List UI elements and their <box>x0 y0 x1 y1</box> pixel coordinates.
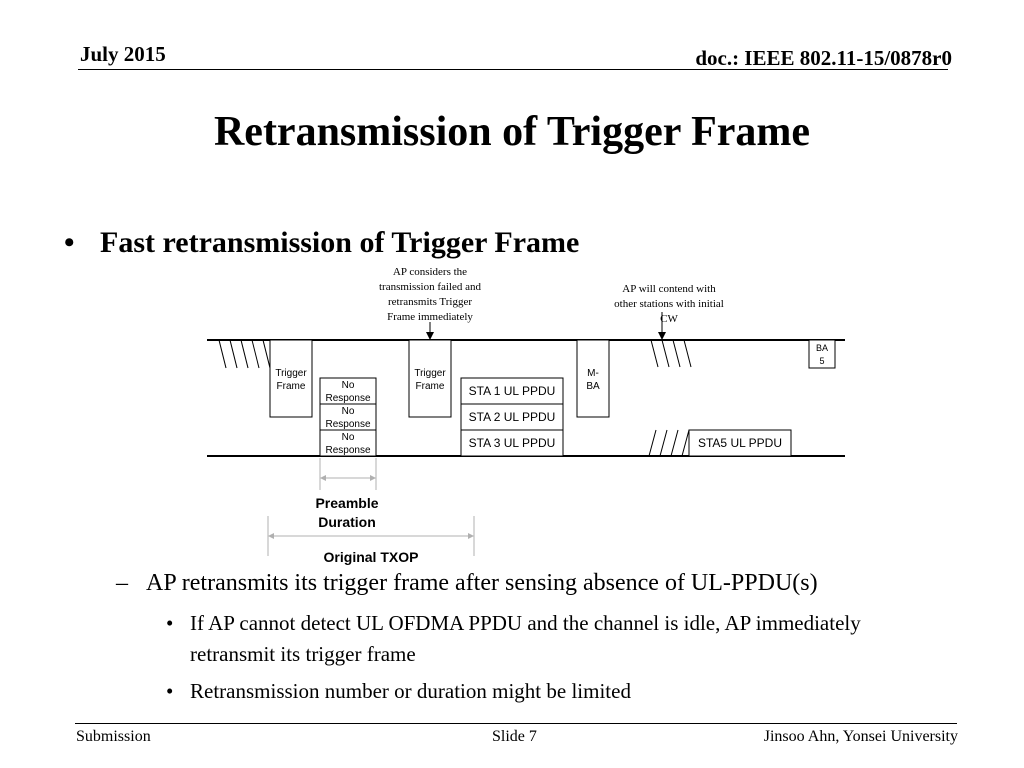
callout-left-line-1: AP considers the <box>393 266 467 278</box>
no-response-3-line-2: Response <box>325 445 370 456</box>
no-response-1-line-1: No <box>342 380 355 391</box>
trigger-frame-1-label-2: Frame <box>277 381 306 392</box>
no-response-box-3 <box>319 429 377 457</box>
sub-sub-bullet-1: • If AP cannot detect UL OFDMA PPDU and t… <box>166 608 926 670</box>
sta3-ul-ppdu-label: STA 3 UL PPDU <box>469 436 556 450</box>
sub-sub-bullet-2: • Retransmission number or duration might… <box>166 676 926 707</box>
callout-left-arrowhead <box>426 332 434 340</box>
trigger-frame-2-label-2: Frame <box>416 381 445 392</box>
trigger-frame-2 <box>408 339 452 418</box>
trigger-frame-1 <box>269 339 313 418</box>
ba5-label-1: BA <box>816 343 828 353</box>
sta5-ul-ppdu <box>688 429 792 457</box>
txop-label: Original TXOP <box>324 549 419 565</box>
sta2-ul-ppdu-label: STA 2 UL PPDU <box>469 410 556 424</box>
footer-submission: Submission <box>76 728 151 745</box>
backoff-slashes-top-right <box>650 339 692 368</box>
m-ba-label-1: M- <box>587 368 599 379</box>
callout-right-line-2: other stations with initial <box>614 298 724 310</box>
callout-left: AP considers the transmission failed and… <box>379 266 482 323</box>
footer-author: Jinsoo Ahn, Yonsei University <box>763 728 958 745</box>
sub-sub-bullet-2-text: Retransmission number or duration might … <box>190 679 631 703</box>
callout-left-line-2: transmission failed and <box>379 281 482 293</box>
header-doc-id: doc.: IEEE 802.11-15/0878r0 <box>695 46 952 70</box>
callout-left-line-3: retransmits Trigger <box>388 296 472 308</box>
sub-sub-bullet-1-text: If AP cannot detect UL OFDMA PPDU and th… <box>190 611 861 666</box>
no-response-1-line-2: Response <box>325 393 370 404</box>
footer-slide-number: Slide 7 <box>492 728 537 745</box>
sub-bullet-text: AP retransmits its trigger frame after s… <box>146 570 818 596</box>
callout-right-arrowhead <box>658 332 666 340</box>
trigger-frame-2-label-1: Trigger <box>414 368 446 379</box>
sta2-ul-ppdu <box>460 403 564 431</box>
backoff-slashes-bottom-right <box>648 429 690 457</box>
callout-right-line-1: AP will contend with <box>622 283 716 295</box>
m-ba-label-2: BA <box>586 381 600 392</box>
bullet-dot: • <box>166 679 174 703</box>
trigger-frame-1-label-1: Trigger <box>275 368 307 379</box>
no-response-2-line-1: No <box>342 406 355 417</box>
preamble-label-2: Duration <box>318 514 376 530</box>
preamble-arrowhead-right <box>370 475 376 481</box>
slide-title: Retransmission of Trigger Frame <box>213 109 811 155</box>
txop-arrowhead-right <box>468 533 474 539</box>
sta3-ul-ppdu <box>460 429 564 457</box>
sta1-ul-ppdu <box>460 377 564 405</box>
no-response-3-line-1: No <box>342 432 355 443</box>
preamble-label-1: Preamble <box>315 495 378 511</box>
txop-arrowhead-left <box>268 533 274 539</box>
ba5-label-2: 5 <box>819 356 824 366</box>
preamble-arrowhead-left <box>320 475 326 481</box>
main-bullet: • Fast retransmission of Trigger Frame <box>64 226 579 260</box>
no-response-2-line-2: Response <box>325 419 370 430</box>
m-ba-frame <box>576 339 610 418</box>
sub-bullet: –AP retransmits its trigger frame after … <box>116 570 818 597</box>
footer-divider <box>75 723 957 724</box>
bullet-dot: • <box>166 611 174 635</box>
ba5-frame <box>808 339 836 369</box>
bullet-dot: • <box>64 226 75 259</box>
sta5-ul-ppdu-label: STA5 UL PPDU <box>698 436 782 450</box>
callout-right: AP will contend with other stations with… <box>614 283 724 325</box>
no-response-box-2 <box>319 403 377 431</box>
header-date: July 2015 <box>80 42 166 66</box>
header-divider <box>78 69 948 70</box>
sta1-ul-ppdu-label: STA 1 UL PPDU <box>469 384 556 398</box>
callout-right-line-3: CW <box>660 313 678 325</box>
callout-left-line-4: Frame immediately <box>387 311 473 323</box>
backoff-slashes-left <box>218 339 271 369</box>
main-bullet-text: Fast retransmission of Trigger Frame <box>100 226 580 259</box>
dash-marker: – <box>116 570 128 596</box>
